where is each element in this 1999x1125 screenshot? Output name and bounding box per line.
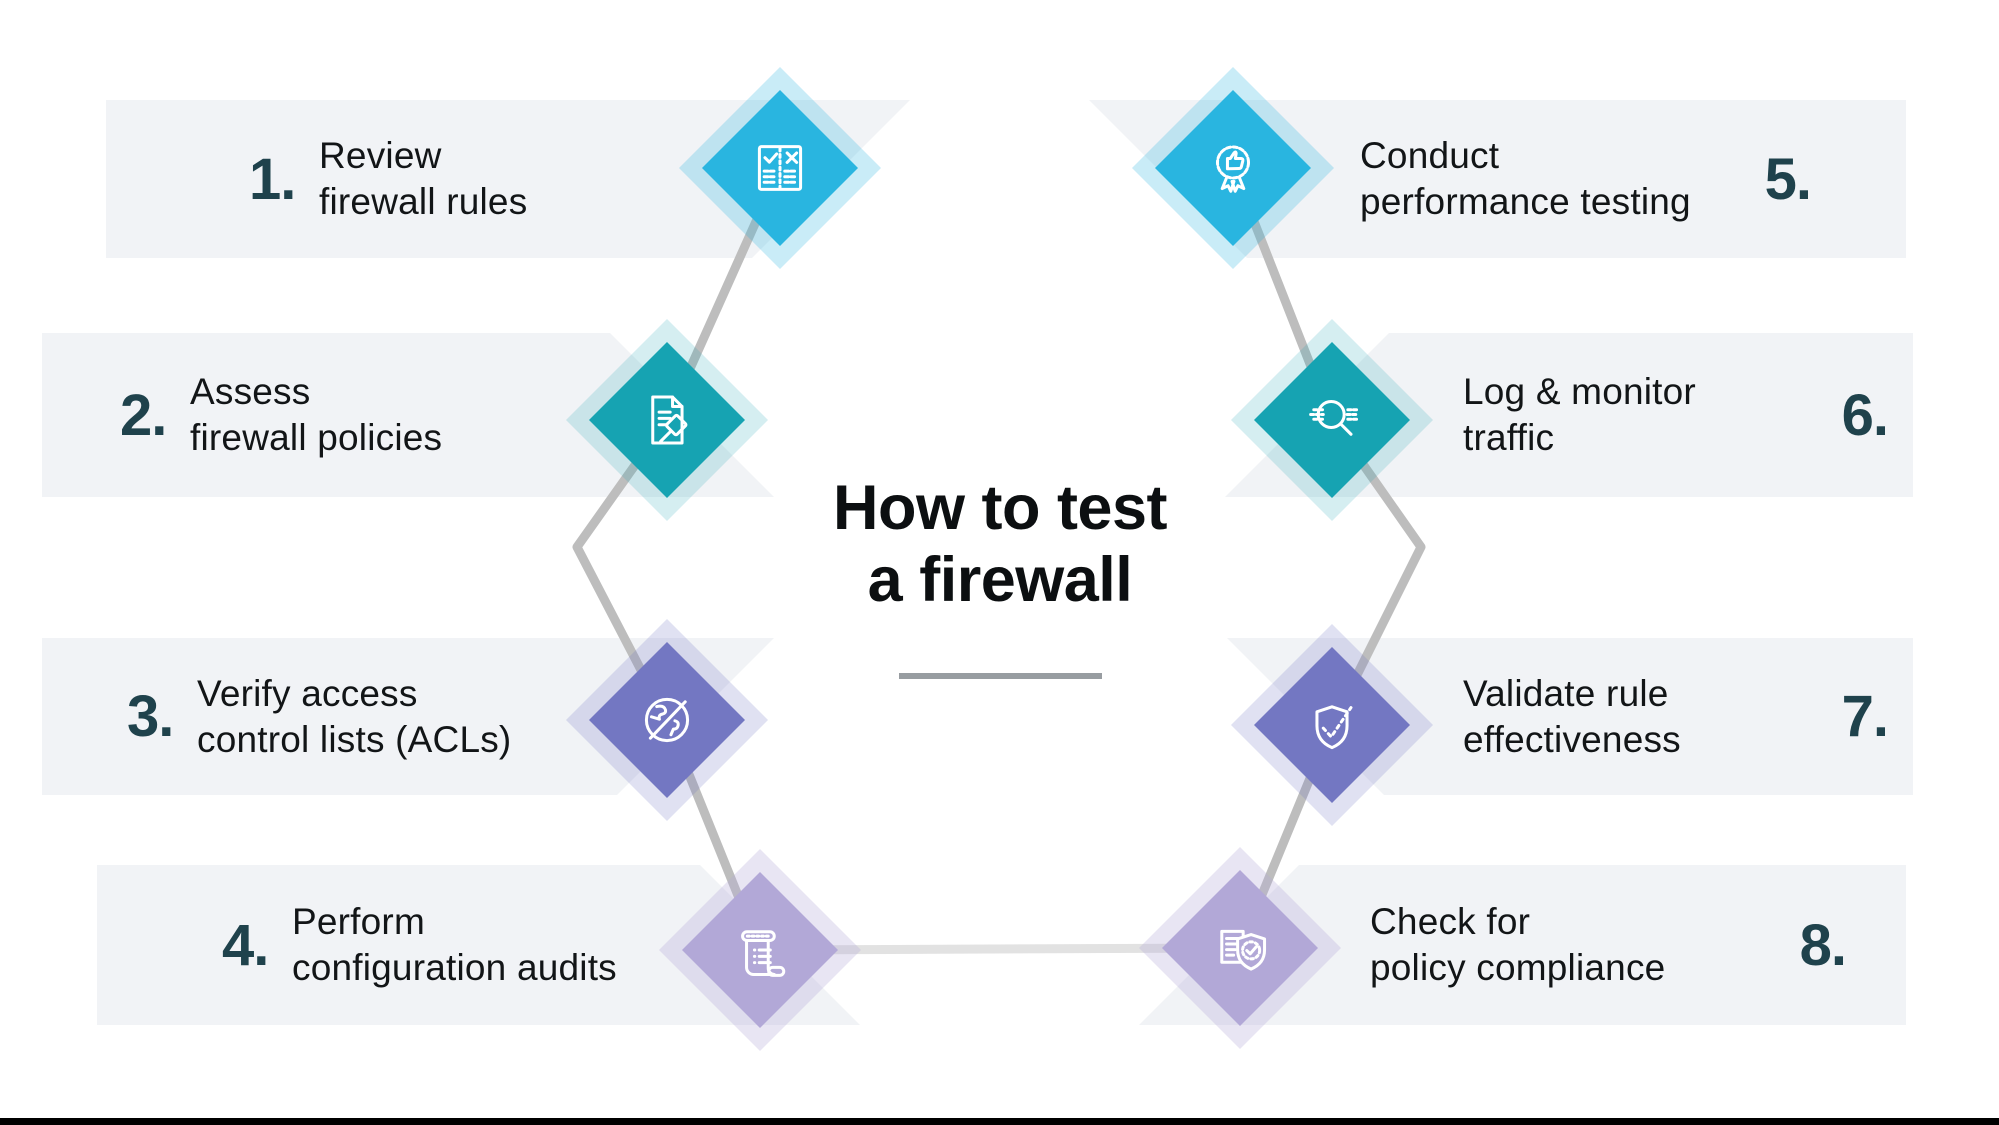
- shield-check-icon: [1294, 687, 1370, 763]
- step-number: 5.: [1764, 146, 1812, 212]
- award-thumbs-up-icon: [1195, 130, 1271, 206]
- title-line-2: a firewall: [867, 545, 1133, 615]
- page-title: How to test a firewall: [760, 472, 1240, 616]
- title-line-1: How to test: [833, 473, 1168, 543]
- globe-blocked-icon: [629, 682, 705, 758]
- step-number: 2.: [120, 382, 167, 448]
- search-traffic-icon: [1294, 382, 1370, 458]
- step-number: 8.: [1799, 912, 1847, 978]
- scroll-icon: [722, 912, 798, 988]
- title-divider: [899, 673, 1102, 679]
- step-number: 7.: [1841, 684, 1889, 749]
- step-number: 4.: [222, 912, 269, 978]
- checklist-icon: [742, 130, 818, 206]
- bottom-accent-bar: [0, 1118, 1999, 1125]
- step-number: 3.: [127, 684, 174, 749]
- document-shield-icon: [1202, 910, 1278, 986]
- document-gavel-icon: [629, 382, 705, 458]
- step-number: 1.: [249, 146, 296, 212]
- step-number: 6.: [1841, 382, 1889, 448]
